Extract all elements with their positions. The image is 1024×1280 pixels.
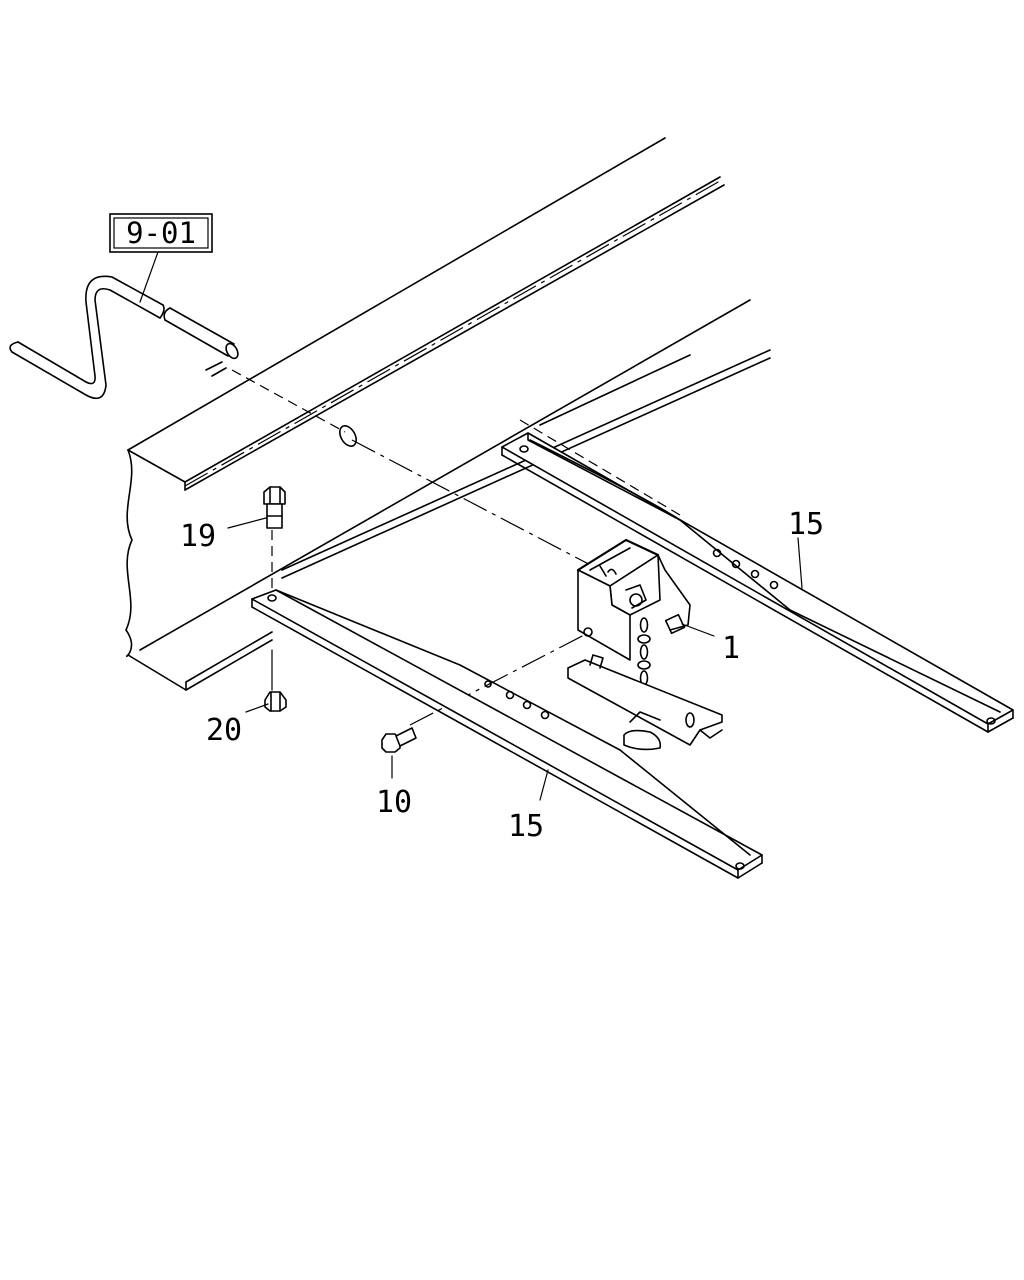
cable	[9, 275, 239, 400]
callout-1: 1	[722, 631, 740, 666]
bracket-lower	[251, 589, 763, 879]
nut-20	[264, 691, 287, 712]
reference-box[interactable]: 9-01	[109, 213, 213, 303]
bolt-19	[263, 486, 286, 529]
callout-20: 20	[206, 713, 242, 748]
callout-19: 19	[180, 519, 216, 554]
callout-leaders	[227, 517, 803, 801]
bolt-10	[381, 727, 417, 753]
callout-15-right: 15	[788, 507, 824, 542]
frame-hole	[339, 425, 357, 447]
center-lines	[184, 180, 721, 726]
bracket-right	[501, 432, 1014, 733]
frame-rail	[125, 137, 771, 691]
spare-wheel-carrier	[567, 538, 723, 751]
callout-15-lower: 15	[508, 809, 544, 844]
callout-10: 10	[376, 785, 412, 820]
reference-box-label: 9-01	[126, 216, 196, 250]
